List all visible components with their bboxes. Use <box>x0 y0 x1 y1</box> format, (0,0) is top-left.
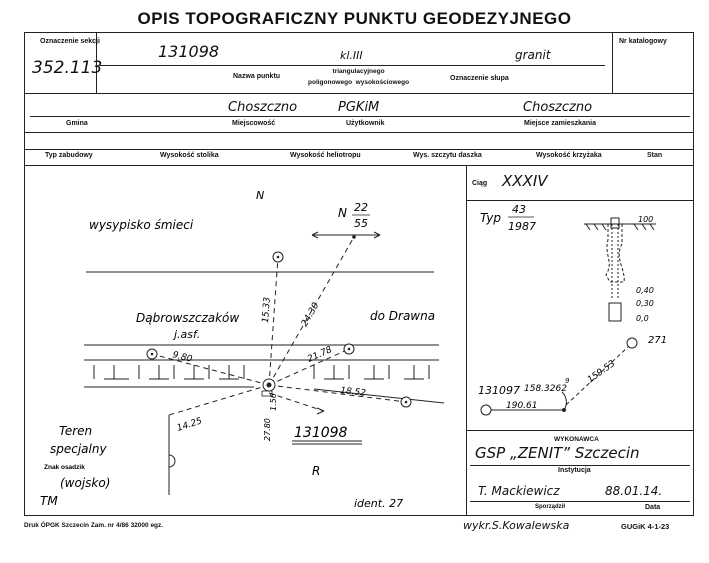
heliotrop-label: Wysokość heliotropu <box>290 152 361 159</box>
ciag-value: XXXIV <box>502 172 548 190</box>
specjalny-label: specjalny <box>50 442 107 456</box>
point-name-label: Nazwa punktu <box>233 73 281 80</box>
dist-1533: 15.33 <box>261 297 273 324</box>
station-label: 131098 <box>294 425 348 441</box>
wojsko-label: (wojsko) <box>60 476 110 490</box>
class-value: kl.III <box>340 49 363 62</box>
ciag-label: Ciąg <box>472 180 488 187</box>
direction-label: do Drawna <box>370 309 435 323</box>
wykonawca-label: WYKONAWCA <box>554 436 599 443</box>
north-label: N <box>256 189 264 202</box>
depth-00: 0,0 <box>636 314 649 323</box>
print-info: Druk ÓPGK Szczecin Zam. nr 4/86 32000 eg… <box>24 522 164 529</box>
depth-040: 0,40 <box>636 286 654 295</box>
pillar-label: Oznaczenie słupa <box>450 75 509 82</box>
instytucja-label: Instytucja <box>558 467 591 474</box>
gmina-value: Choszczno <box>228 100 298 115</box>
dist-980: 9.80 <box>171 350 193 365</box>
north-fraction-den: 55 <box>354 217 368 230</box>
stan-label: Stan <box>647 152 663 159</box>
point-number: 131098 <box>158 42 220 61</box>
dist-2430: 24.30 <box>300 301 322 329</box>
page-title: OPIS TOPOGRAFICZNY PUNKTU GEODEZYJNEGO <box>137 9 572 28</box>
street-name: Dąbrowszczaków <box>136 311 239 325</box>
pt-131097: 131097 <box>478 384 520 397</box>
uzytkownik-label: Użytkownik <box>346 120 385 127</box>
miejscowosc-value: PGKiM <box>338 100 380 115</box>
opracowal-label: Sporządził <box>535 504 566 510</box>
miejscowosc-label: Miejscowość <box>232 120 276 127</box>
zamieszkanie-label: Miejsce zamieszkania <box>524 120 596 127</box>
krzyzak-label: Wysokość krzyżaka <box>536 152 602 159</box>
opracowal-value: T. Mackiewicz <box>478 484 560 498</box>
data-value: 88.01.14. <box>605 484 663 498</box>
uzytkownik-value: Choszczno <box>523 100 593 115</box>
r-label: R <box>312 464 320 478</box>
dist-156: 1.56 <box>269 393 278 411</box>
typ-num: 43 <box>512 203 526 216</box>
dist-1852: 18.52 <box>340 386 367 399</box>
angle-value: 158.3262 <box>524 384 567 394</box>
data-label: Data <box>645 504 661 511</box>
dist-1425: 14.25 <box>176 416 204 434</box>
marker-diagram: Typ 43 1987 100 0,40 0,30 0,0 271 131097… <box>478 203 667 416</box>
zabudowa-label: Typ zabudowy <box>45 152 93 159</box>
sheet-value: 352.113 <box>32 58 103 78</box>
angle-sup: 9 <box>565 377 570 385</box>
pillar-value: granit <box>515 48 551 62</box>
sheet-label: Oznaczenie sekcji <box>40 38 100 45</box>
point-type-options: triangulacyjnego poligonowego wysokościo… <box>308 68 410 86</box>
gmina-label: Gmina <box>66 120 88 127</box>
dist-15953: 159.53 <box>586 359 618 386</box>
teren-label: Teren <box>59 424 92 438</box>
drawn-by: wykr.S.Kowalewska <box>463 519 570 532</box>
pt-271: 271 <box>648 335 667 346</box>
depth-030: 0,30 <box>636 299 654 308</box>
typ-den: 1987 <box>508 220 536 233</box>
typ-label: Typ <box>480 211 501 225</box>
north-fraction-num: 22 <box>354 201 368 214</box>
dist-2780: 27.80 <box>263 418 272 441</box>
wykonawca-value: GSP „ZENIT” Szczecin <box>475 444 640 462</box>
stolik-label: Wysokość stolika <box>160 152 219 159</box>
asphalt-label: j.asf. <box>172 328 200 341</box>
daszek-label: Wys. szczytu daszka <box>413 152 482 159</box>
tm-label: TM <box>40 494 58 508</box>
znak-label: Znak osadzik <box>44 464 85 471</box>
topographic-sketch: N N 22 55 wysypisko śmieci Dąbrowszczakó… <box>40 189 445 510</box>
form-code: GUGiK 4-1-23 <box>621 522 670 531</box>
depth-100: 100 <box>638 215 653 224</box>
north-label-n: N <box>338 206 347 220</box>
wysypisko-label: wysypisko śmieci <box>89 218 194 232</box>
dist-19061: 190.61 <box>506 401 538 411</box>
catalog-label: Nr katalogowy <box>619 38 667 45</box>
ident-label: ident. 27 <box>354 497 403 510</box>
